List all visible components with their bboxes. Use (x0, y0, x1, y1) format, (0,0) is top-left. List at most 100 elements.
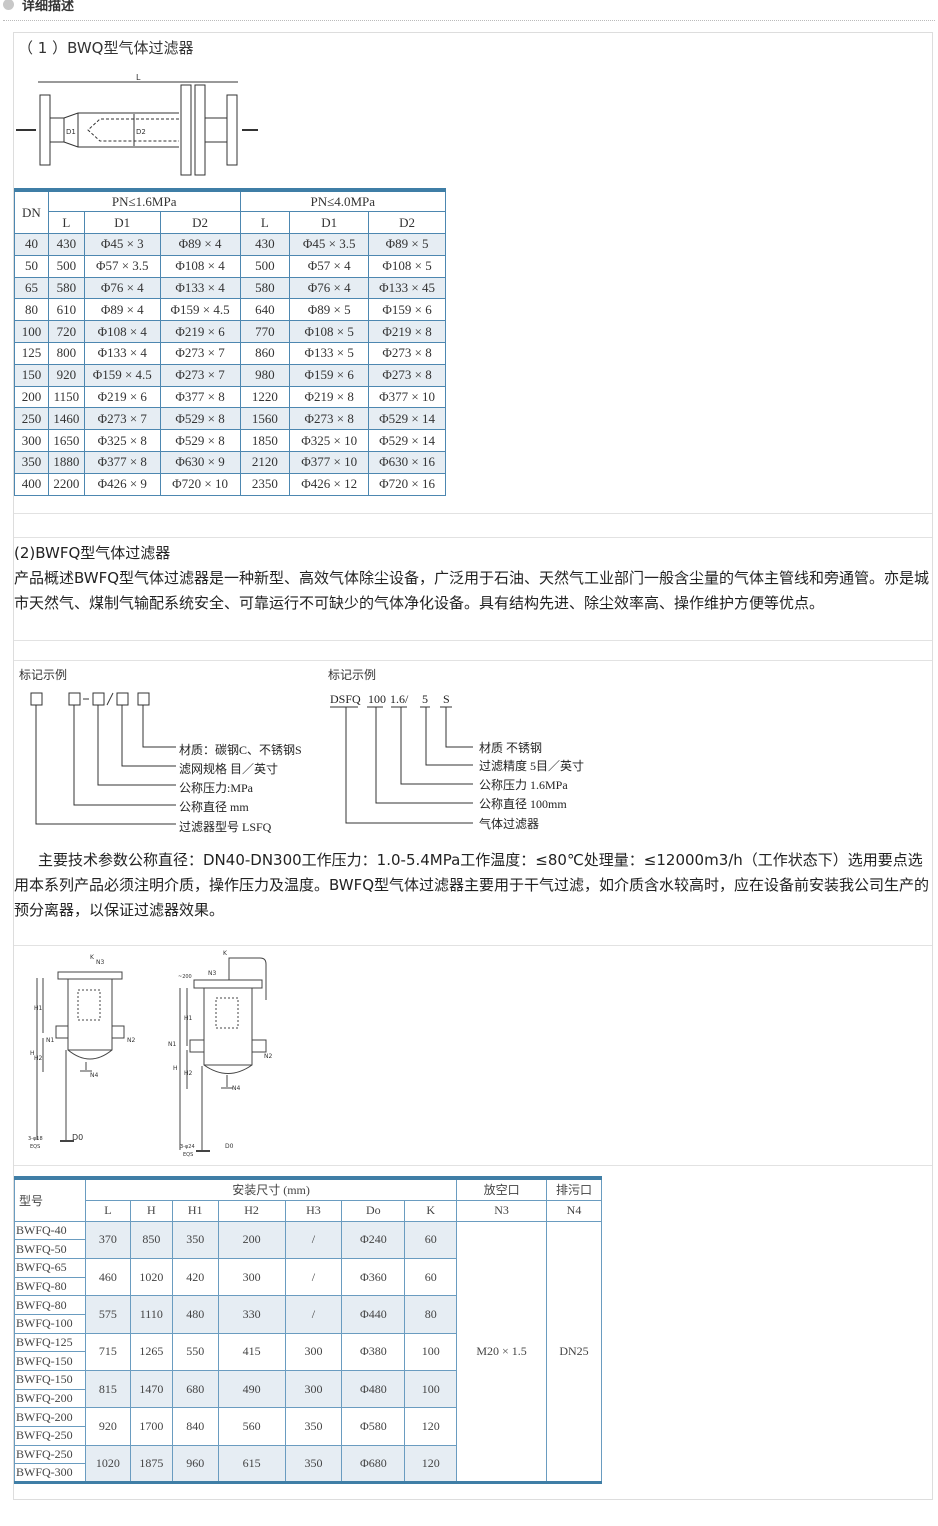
table-cell: Φ529 × 14 (368, 429, 446, 453)
subheader: L (84, 1199, 131, 1222)
divider (14, 945, 932, 946)
marking-right-code: 100 (368, 692, 386, 706)
table-cell: 490 (217, 1369, 286, 1409)
table-cell: 1470 (129, 1369, 173, 1409)
table-cell: Φ133 × 5 (289, 342, 370, 365)
table-cell: 60 (404, 1257, 458, 1297)
table-cell: Φ377 × 8 (83, 451, 161, 474)
table-cell: 430 (239, 233, 291, 256)
table-cell: 300 (14, 429, 49, 453)
table-cell: Φ45 × 3.5 (289, 233, 370, 256)
table-row: BWFQ-250 (14, 1426, 602, 1446)
table-cell: 1875 (129, 1444, 173, 1484)
marking-right-code: 1.6/ (390, 692, 409, 706)
marking-right-item: 过滤精度 5目／英寸 (479, 759, 585, 773)
table-cell: 1020 (129, 1257, 173, 1297)
table-cell: 920 (47, 363, 85, 387)
table-cell: 60 (404, 1220, 458, 1259)
table-cell: 50 (14, 254, 49, 278)
model-cell: BWFQ-150 (14, 1370, 86, 1390)
table-cell: 80 (14, 298, 49, 322)
svg-text:EQS: EQS (30, 1144, 40, 1150)
table-cell: Φ580 (341, 1407, 406, 1446)
table-cell: 800 (47, 342, 85, 365)
marking-left-item: 公称压力:MPa (179, 781, 254, 795)
svg-text:D0: D0 (72, 1133, 83, 1142)
model-cell: BWFQ-250 (14, 1444, 86, 1465)
svg-text:N3: N3 (208, 970, 216, 977)
section2-title: (2)BWFQ型气体过滤器 (14, 544, 171, 562)
table-cell: 680 (171, 1369, 219, 1409)
subheader: L (47, 211, 85, 235)
svg-text:D0: D0 (225, 1143, 234, 1150)
model-cell: BWFQ-150 (14, 1351, 86, 1371)
model-cell: BWFQ-200 (14, 1407, 86, 1428)
table-cell: 430 (47, 233, 85, 256)
subheader: H3 (284, 1199, 343, 1222)
table-cell: Φ360 (341, 1257, 406, 1297)
table-cell: Φ426 × 12 (289, 472, 370, 496)
divider (14, 537, 932, 538)
model-cell: BWFQ-80 (14, 1276, 86, 1297)
table-cell: Φ133 × 4 (159, 276, 241, 300)
table-cell: 250 (14, 407, 49, 431)
header-pn16: PN≤1.6MPa (47, 189, 241, 213)
table-cell: 1650 (47, 429, 85, 453)
table-cell: 500 (47, 254, 85, 278)
subheader: D1 (289, 211, 370, 235)
table-cell: Φ377 × 10 (368, 385, 446, 409)
table-row: BWFQ-150 (14, 1351, 602, 1371)
table-cell: 1020 (84, 1444, 131, 1484)
drain-value: DN25 (545, 1220, 603, 1484)
header-drain: 排污口 (545, 1177, 603, 1201)
header-drain-sub: N4 (545, 1199, 603, 1222)
table-cell: 80 (404, 1295, 458, 1334)
header-model: 型号 (14, 1177, 86, 1222)
table-cell: Φ89 × 5 (289, 298, 370, 322)
table-cell: 960 (171, 1444, 219, 1484)
model-cell: BWFQ-65 (14, 1257, 86, 1278)
table-cell: Φ480 (341, 1369, 406, 1409)
table-cell: Φ159 × 6 (289, 363, 370, 387)
table-cell: 610 (47, 298, 85, 322)
table-cell: Φ240 (341, 1220, 406, 1259)
table-cell: Φ273 × 8 (368, 363, 446, 387)
table-cell: Φ529 × 8 (159, 407, 241, 431)
table-cell: Φ720 × 16 (368, 472, 446, 496)
table-cell: 575 (84, 1295, 131, 1334)
divider (14, 640, 932, 641)
header-pn40: PN≤4.0MPa (239, 189, 446, 213)
table-cell: Φ273 × 8 (289, 407, 370, 431)
bwfq-filter-diagrams: H H1 H2 N1 N2 N3 N4 K D0 3-φ18 EQS H ~20… (28, 950, 272, 1158)
table-cell: 720 (47, 320, 85, 344)
table-cell: Φ89 × 5 (368, 233, 446, 256)
table-cell: 850 (129, 1220, 173, 1259)
header-vent-sub: N3 (456, 1199, 547, 1222)
table-cell: 640 (239, 298, 291, 322)
svg-text:N1: N1 (46, 1037, 54, 1044)
table-cell: 1560 (239, 407, 291, 431)
table-cell: Φ325 × 8 (83, 429, 161, 453)
section1-title: （ 1 ）BWQ型气体过滤器 (18, 39, 194, 57)
table-cell: Φ630 × 9 (159, 451, 241, 474)
marking-right-code: 5 (422, 692, 428, 706)
table-cell: 200 (14, 385, 49, 409)
table-cell: Φ377 × 8 (159, 385, 241, 409)
svg-text:N2: N2 (264, 1053, 272, 1060)
svg-text:N2: N2 (127, 1037, 135, 1044)
vent-value: M20 × 1.5 (456, 1220, 547, 1484)
table-cell: 480 (171, 1295, 219, 1334)
marking-left-title: 标记示例 (19, 668, 68, 682)
svg-text:3-φ24: 3-φ24 (180, 1144, 195, 1150)
